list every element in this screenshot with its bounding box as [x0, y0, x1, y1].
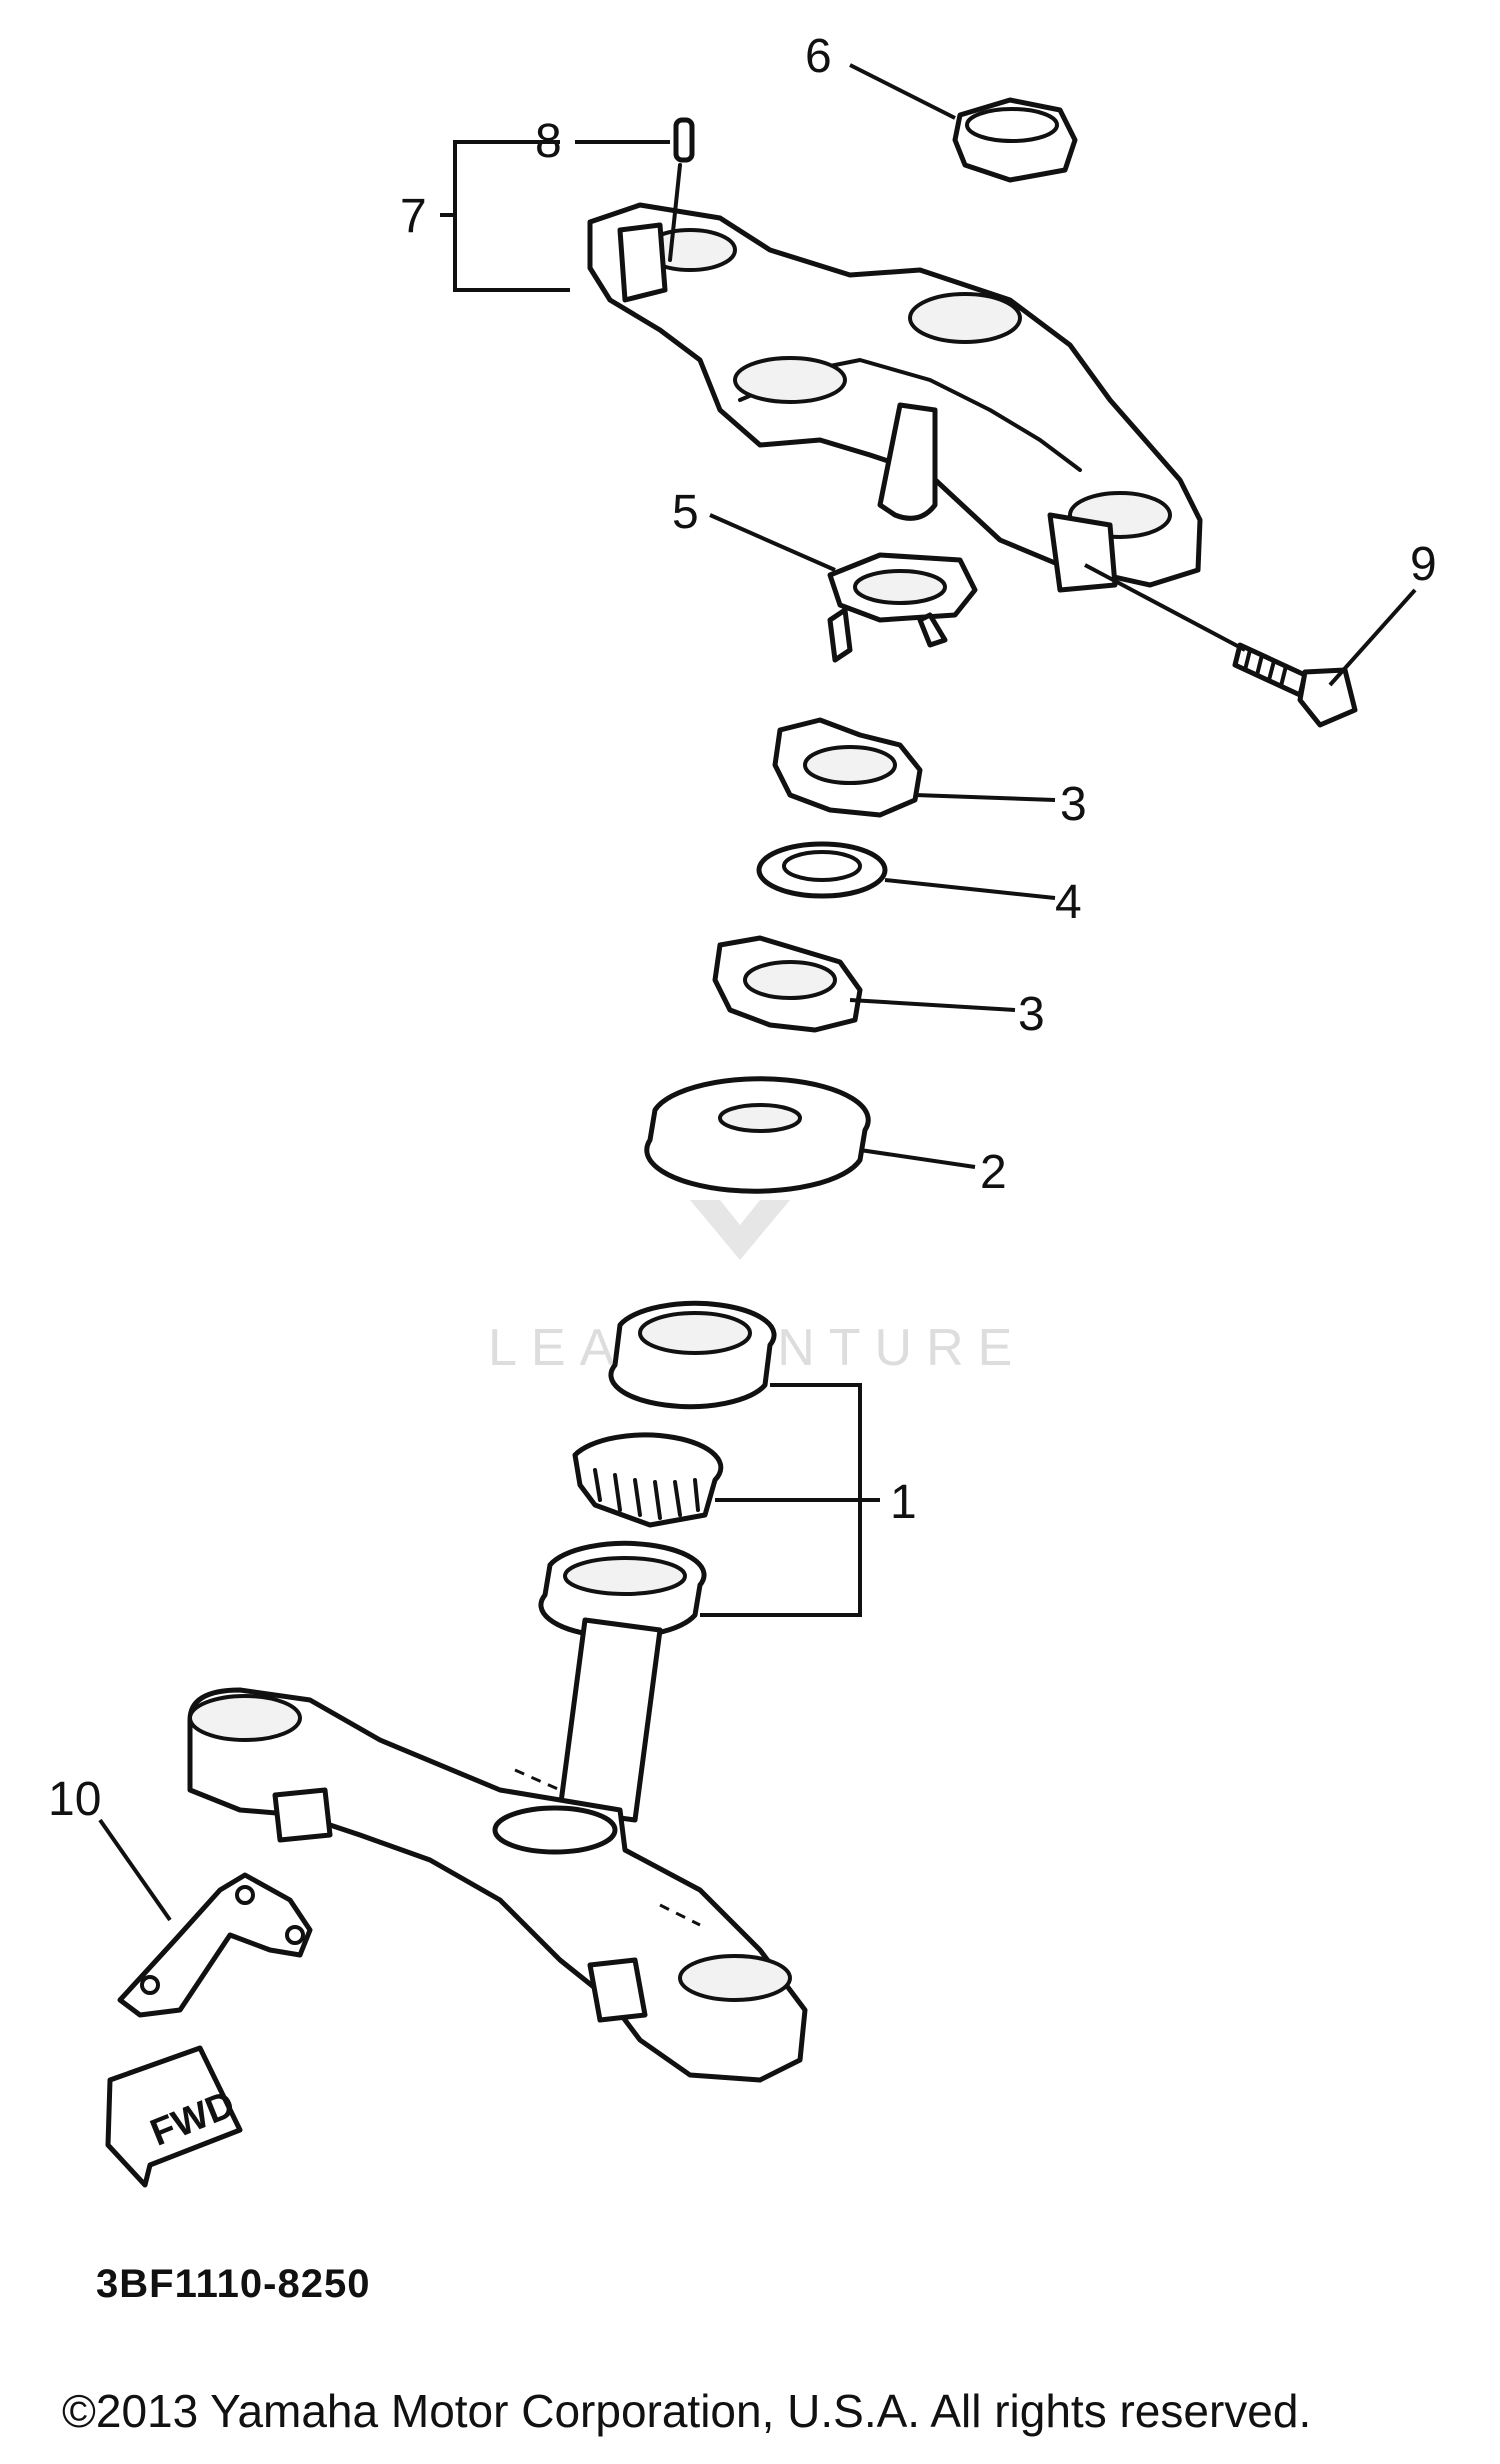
steering-stem [557, 1617, 663, 1823]
diagram-part-code: 3BF1110-8250 [96, 2262, 371, 2306]
copyright-notice: ©2013 Yamaha Motor Corporation, U.S.A. A… [62, 2385, 1312, 2437]
lower-bracket [187, 1617, 808, 2083]
bearing-cone [572, 1432, 724, 1528]
lower-clamp-left [272, 1787, 333, 1843]
part-5-lock-washer [827, 552, 978, 663]
lower-clamp-right [587, 1957, 648, 2023]
part-9-bolt [1232, 642, 1358, 728]
callout-3-upper: 3 [1060, 778, 1087, 831]
callout-10: 10 [48, 1773, 101, 1826]
part-10-bracket [117, 1872, 313, 2018]
callout-6: 6 [805, 30, 832, 83]
pinch-clamp-right [1047, 512, 1118, 593]
upper-bracket [587, 202, 1203, 593]
part-8-pin [668, 117, 695, 262]
callout-9: 9 [1410, 538, 1437, 591]
callout-2: 2 [980, 1146, 1007, 1199]
pinch-clamp-left [617, 222, 668, 303]
part-6-cap-nut [952, 97, 1078, 183]
callout-3-lower: 3 [1018, 988, 1045, 1041]
callout-5: 5 [672, 486, 699, 539]
callout-8: 8 [535, 115, 562, 168]
part-1-bearing-assembly [538, 1300, 777, 1640]
part-4-washer [756, 841, 888, 899]
callout-numbers: 6 8 7 5 9 3 4 3 2 1 10 [48, 30, 1437, 1826]
part-3-ring-nut-lower [712, 935, 863, 1033]
watermark-logo-icon [690, 1200, 790, 1260]
callout-4: 4 [1055, 876, 1082, 929]
part-3-ring-nut-upper [772, 717, 923, 818]
part-2-dust-cover [644, 1076, 871, 1194]
callout-1: 1 [890, 1476, 917, 1529]
forward-arrow: FWD [105, 2045, 243, 2188]
callout-7: 7 [400, 190, 427, 243]
callout-leaders [98, 63, 1417, 1922]
